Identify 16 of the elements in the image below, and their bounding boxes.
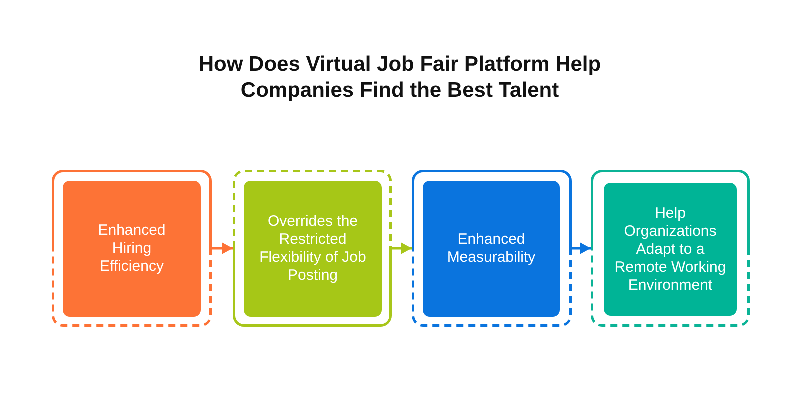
outline-frame [52,170,212,327]
step-label: Enhanced Measurability [446,231,537,267]
step-card [604,183,737,316]
step-card [423,181,560,317]
outline-frame [591,170,750,327]
step-card [244,181,382,317]
arrow [212,242,233,254]
outline-frame [412,170,572,327]
outline-frame [233,170,392,327]
arrow [572,242,591,254]
step-label: Overrides the Restricted Flexibility of Job Posting [258,213,368,285]
arrow [392,242,412,254]
step-label: Help Organizations Adapt to a Remote Working Environment [614,204,728,294]
step-card [63,181,201,317]
diagram-title: How Does Virtual Job Fair Platform Help Companies Find the Best Talent [198,52,602,104]
step-label: Enhanced Hiring Efficiency [97,222,167,276]
